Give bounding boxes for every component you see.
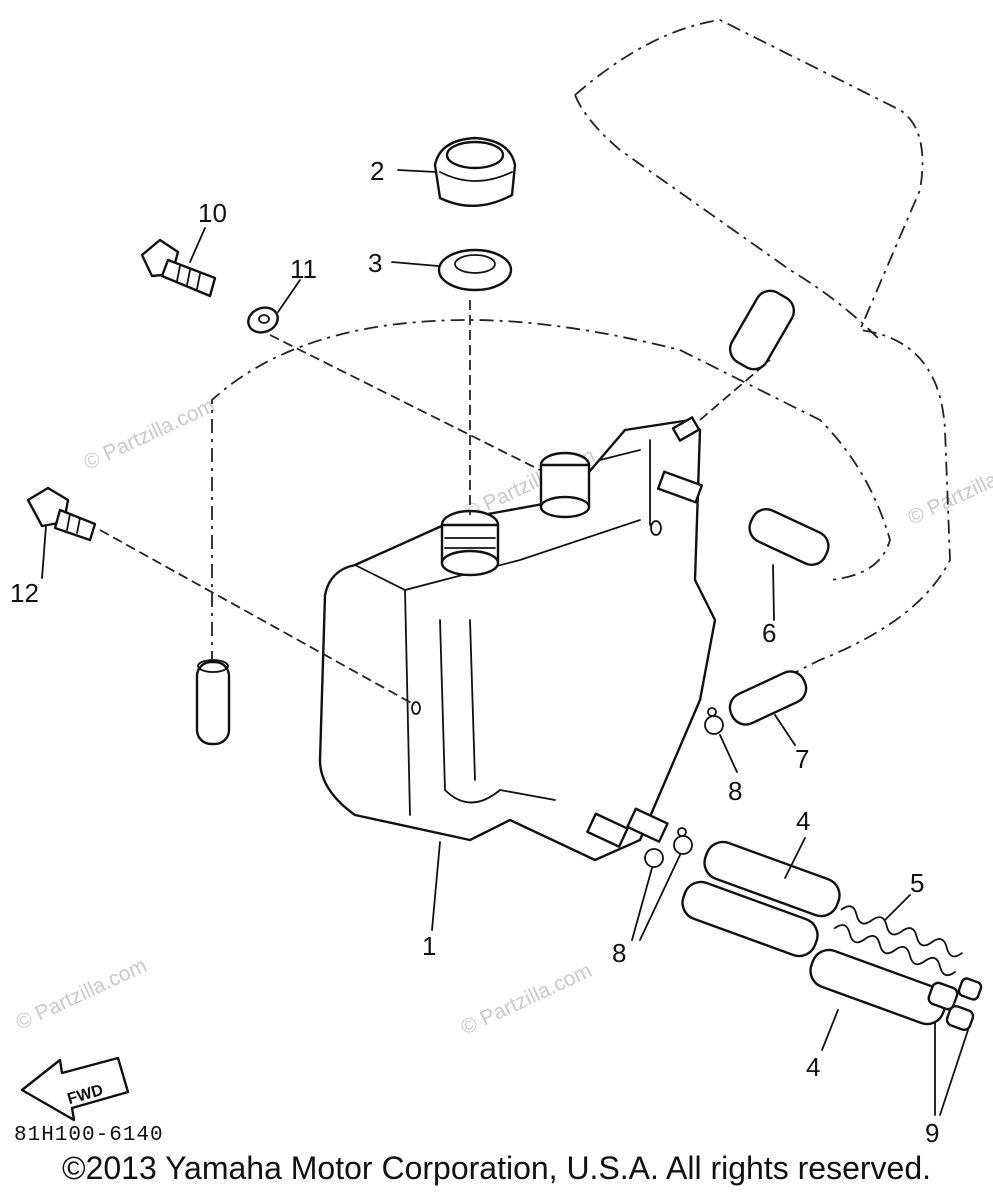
copyright-notice: ©2013 Yamaha Motor Corporation, U.S.A. A… xyxy=(61,1150,932,1186)
part-1-label: 1 xyxy=(422,841,441,961)
part-number-8: 8 xyxy=(728,776,742,806)
part-6-hose: 6 xyxy=(748,507,830,648)
fitting xyxy=(671,416,701,442)
part-number-4: 4 xyxy=(796,806,810,836)
part-number-9: 9 xyxy=(925,1118,939,1148)
part-number-2: 2 xyxy=(370,156,384,186)
fitting xyxy=(626,807,669,843)
part-7-hose: 7 xyxy=(728,670,809,774)
watermark: © Partzilla.com xyxy=(904,449,993,530)
part-8-clips: 8 8 xyxy=(612,707,742,968)
fitting xyxy=(656,470,704,504)
part-number-10: 10 xyxy=(198,198,227,228)
part-number-11: 11 xyxy=(290,254,317,284)
part-2-cap: 2 xyxy=(370,136,517,208)
watermark: © Partzilla.com xyxy=(12,954,150,1035)
tank-hose-loop xyxy=(211,319,891,665)
part-number-5: 5 xyxy=(910,868,924,898)
watermark: © Partzilla.com xyxy=(457,959,595,1040)
part-10-bolt: 10 xyxy=(140,198,227,298)
hose-routing-inner xyxy=(574,94,881,341)
hose-top-right xyxy=(728,289,796,371)
fwd-arrow-icon: FWD xyxy=(20,1056,130,1122)
leader-lines xyxy=(99,300,771,706)
watermark: © Partzilla.com xyxy=(80,394,218,475)
part-number-4: 4 xyxy=(806,1052,820,1082)
part-number-7: 7 xyxy=(795,744,809,774)
part-number-8: 8 xyxy=(612,938,626,968)
part-number-1: 1 xyxy=(422,931,436,961)
part-11-washer: 11 xyxy=(247,254,317,334)
part-9-clamps: 9 xyxy=(925,977,983,1148)
oil-tank xyxy=(318,416,717,862)
fitting xyxy=(586,812,629,848)
diagram-code: 81H100-6140 xyxy=(14,1124,164,1147)
part-4-hoses: 4 4 xyxy=(681,806,947,1082)
part-number-3: 3 xyxy=(368,248,382,278)
part-3-gasket: 3 xyxy=(368,248,513,292)
part-5-spring: 5 xyxy=(833,868,963,977)
part-number-12: 12 xyxy=(10,578,39,608)
part-number-6: 6 xyxy=(762,618,776,648)
part-12-bolt: 12 xyxy=(10,486,97,608)
tank-body xyxy=(318,418,717,862)
hose-left xyxy=(195,659,231,746)
